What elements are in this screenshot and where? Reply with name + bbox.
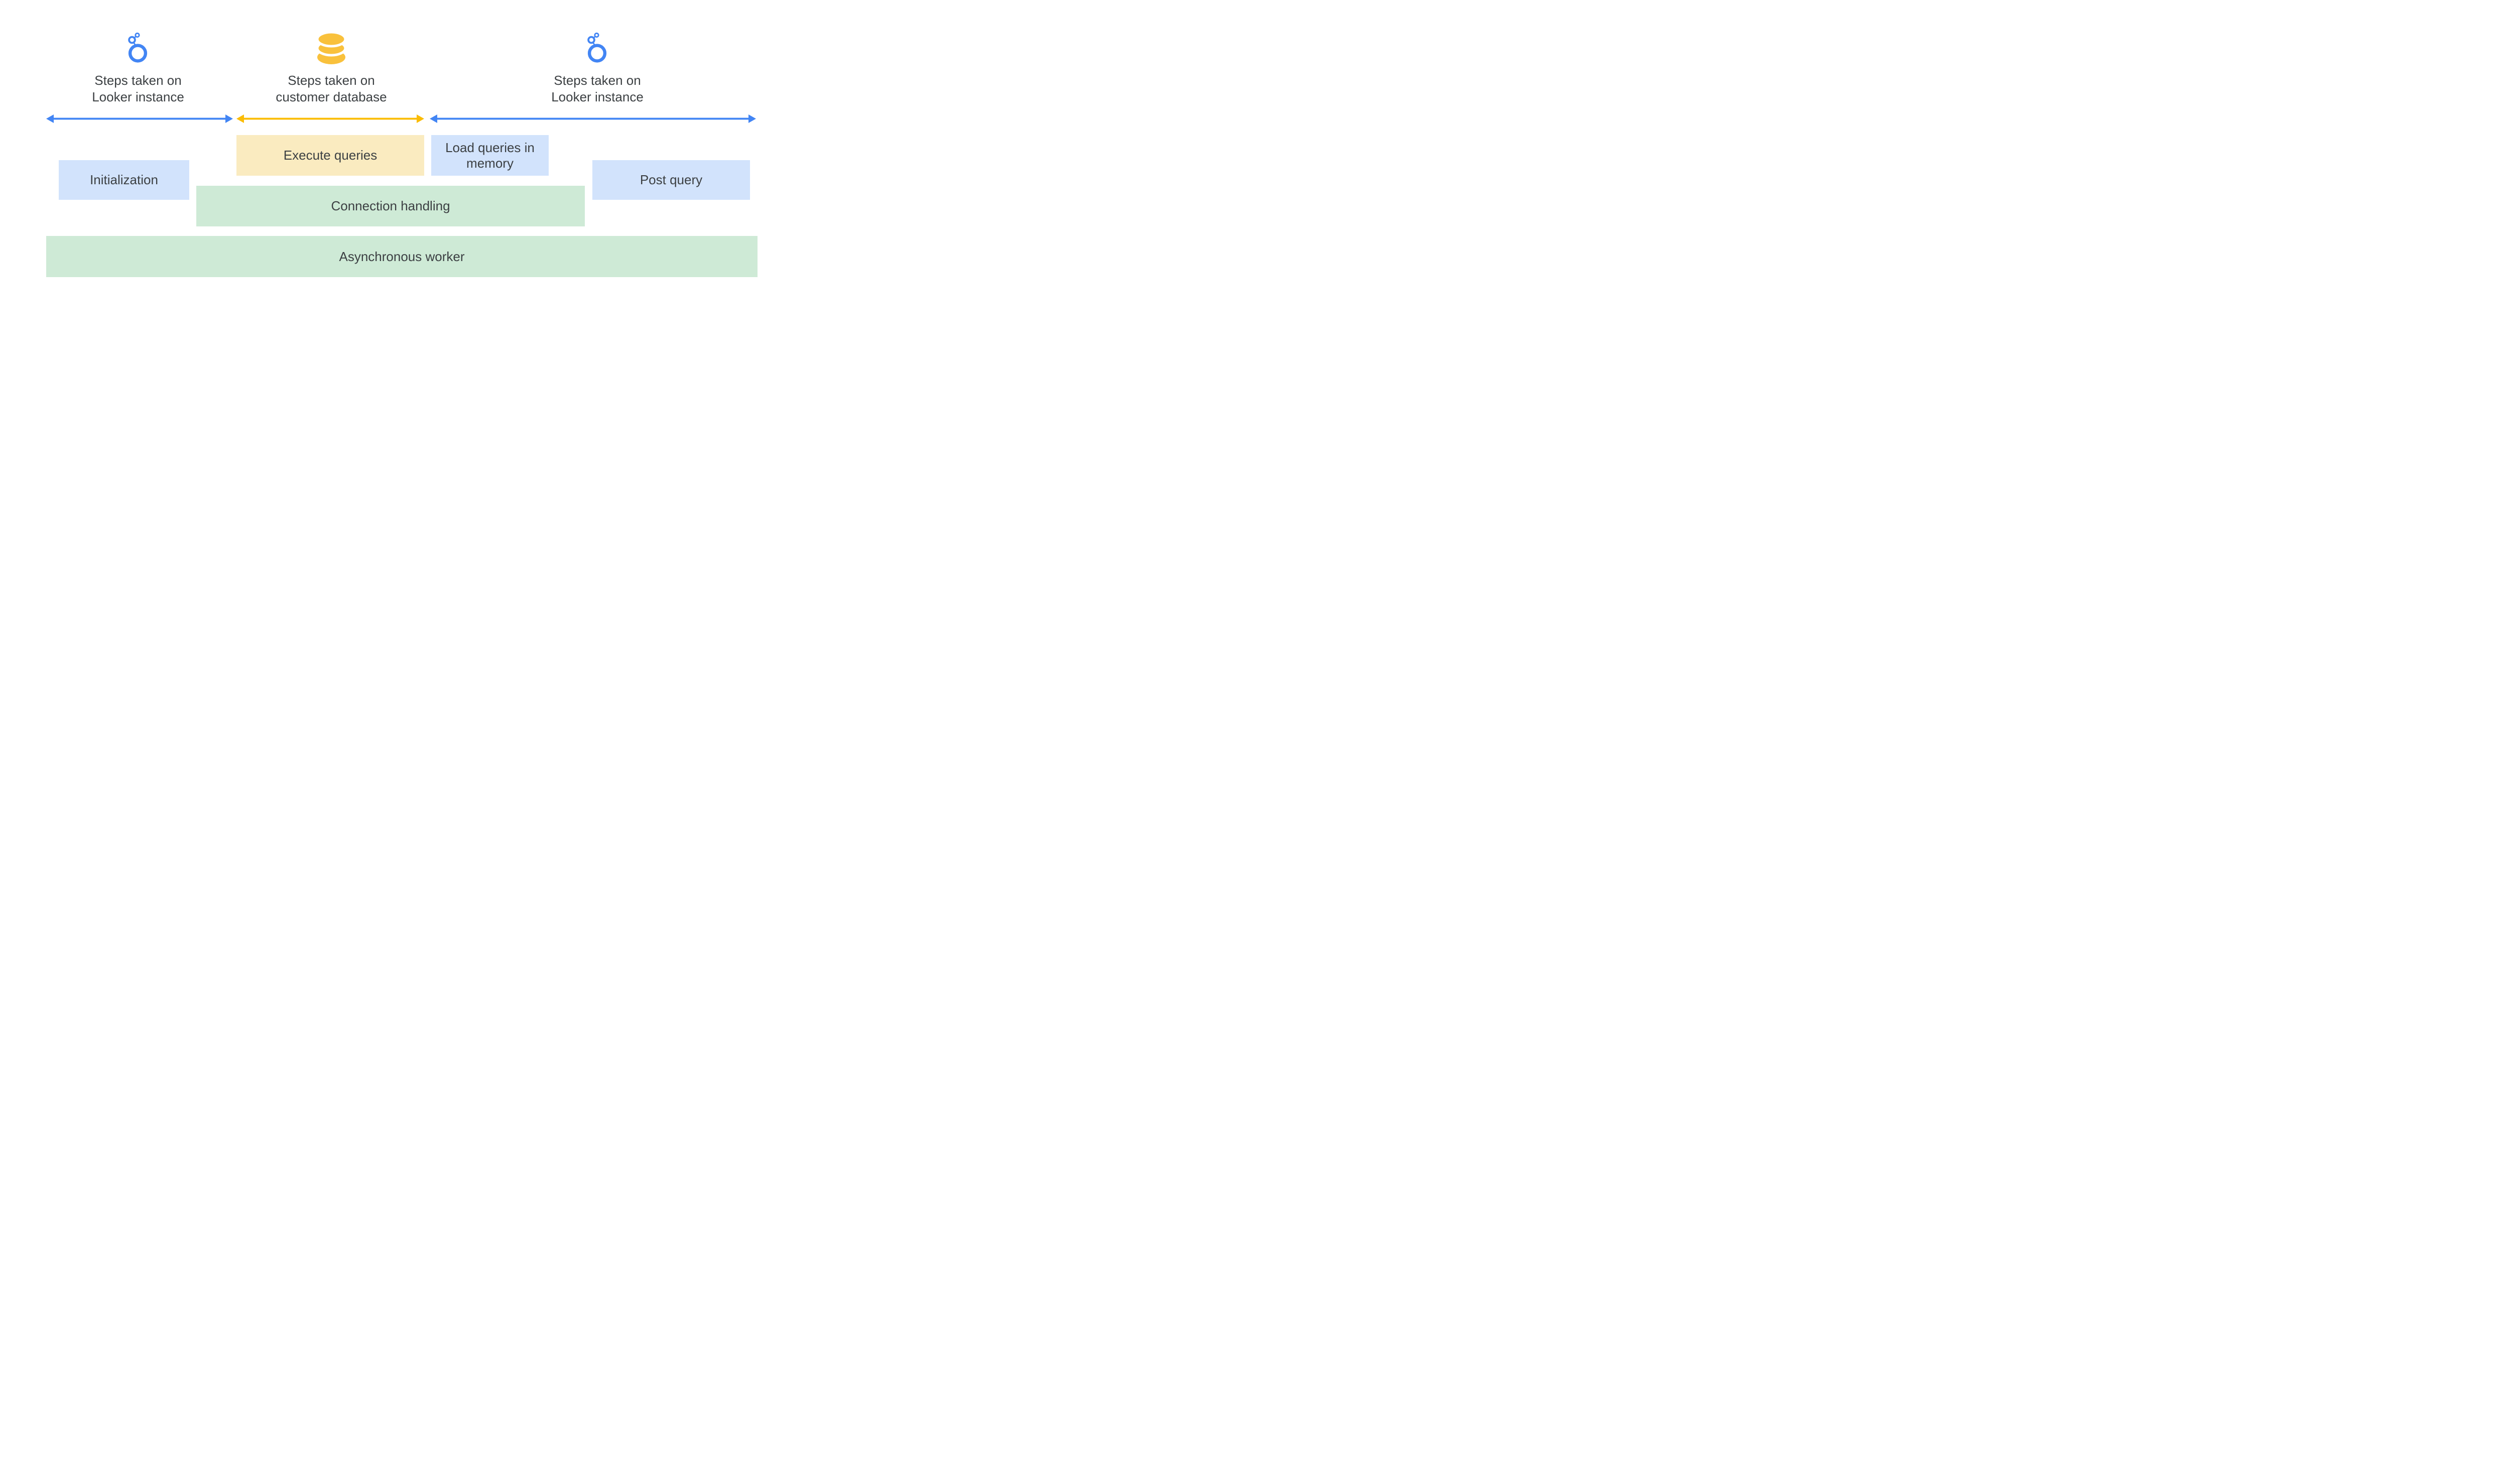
connection-handling-box: Connection handling <box>196 186 585 226</box>
asynchronous-worker-box: Asynchronous worker <box>46 236 758 277</box>
load-queries-label: Load queries in memory <box>445 140 535 171</box>
initialization-label: Initialization <box>90 172 158 187</box>
initialization-box: Initialization <box>59 160 189 200</box>
section-label-line1: Steps taken on <box>288 73 375 88</box>
double-arrow-blue-left-icon <box>46 114 233 123</box>
post-query-label: Post query <box>640 172 703 187</box>
double-arrow-blue-right-icon <box>430 114 756 123</box>
section-label-line1: Steps taken on <box>554 73 641 88</box>
section-label: Steps taken on Looker instance <box>551 72 644 105</box>
execute-queries-box: Execute queries <box>236 135 424 176</box>
section-label-line1: Steps taken on <box>94 73 182 88</box>
section-label: Steps taken on customer database <box>276 72 387 105</box>
connection-handling-label: Connection handling <box>331 198 450 213</box>
looker-logo-icon <box>587 32 607 65</box>
diagram-canvas: Steps taken on Looker instance Steps tak… <box>0 0 803 297</box>
asynchronous-worker-label: Asynchronous worker <box>339 249 465 264</box>
looker-logo-icon <box>128 32 148 65</box>
section-label-line2: Looker instance <box>92 89 184 104</box>
section-looker-left: Steps taken on Looker instance <box>45 32 231 105</box>
double-arrow-yellow-icon <box>236 114 424 123</box>
database-icon <box>317 32 346 65</box>
section-customer-database: Steps taken on customer database <box>236 32 427 105</box>
load-queries-box: Load queries in memory <box>431 135 549 176</box>
section-label-line2: customer database <box>276 89 387 104</box>
section-label: Steps taken on Looker instance <box>92 72 184 105</box>
execute-queries-label: Execute queries <box>283 148 378 163</box>
section-looker-right: Steps taken on Looker instance <box>429 32 766 105</box>
post-query-box: Post query <box>592 160 750 200</box>
section-label-line2: Looker instance <box>551 89 644 104</box>
